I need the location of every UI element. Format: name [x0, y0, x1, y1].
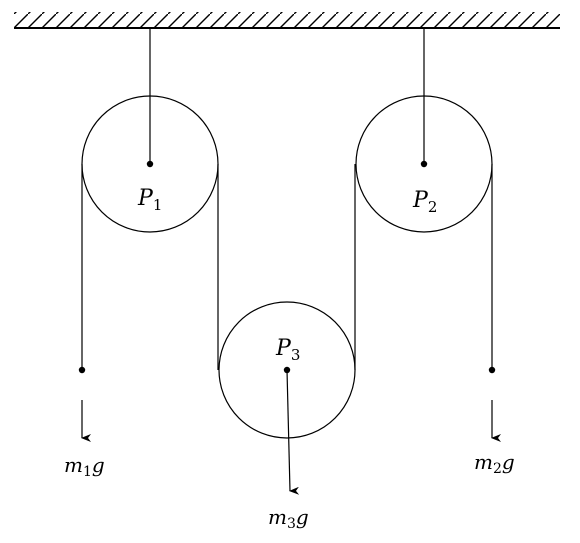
label-p1: P1	[137, 186, 162, 214]
label-m1g: m1g	[64, 453, 105, 480]
pulley-p2-center	[420, 160, 428, 168]
ceiling-hatching	[14, 12, 560, 28]
force-arrow-m3g	[286, 369, 300, 495]
label-m3g: m3g	[268, 505, 309, 532]
label-p3: P3	[275, 336, 300, 364]
label-p2: P2	[412, 188, 437, 216]
rope	[81, 164, 493, 370]
mass-point-m2	[488, 366, 496, 374]
label-m2g: m2g	[474, 450, 515, 477]
mass-point-m1	[78, 366, 86, 374]
pulley-p1-center	[146, 160, 154, 168]
ceiling	[14, 12, 560, 29]
